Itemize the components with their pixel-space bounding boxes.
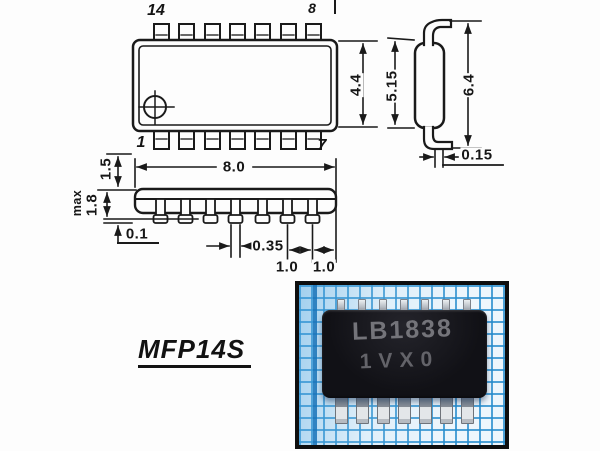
chip-pin-bottom (398, 395, 411, 424)
pin-label-7: 7 (317, 137, 327, 154)
graph-paper: LB1838 1VX0 (299, 285, 505, 445)
dim-1-8 (97, 189, 137, 217)
dim-label-1-0-b: 1.0 (311, 258, 337, 276)
package-name-label: MFP14S (138, 336, 252, 368)
dim-0-1 (114, 225, 159, 244)
chip-pin-bottom (335, 395, 348, 424)
pin-label-14: 14 (147, 2, 165, 19)
front-view (97, 153, 338, 263)
dim-label-4-4: 4.4 (347, 72, 365, 98)
top-view-pins-upper (153, 23, 322, 42)
dim-label-6-4: 6.4 (460, 72, 478, 98)
dim-label-1-8: 1.8 (83, 192, 101, 218)
dim-label-5-15: 5.15 (383, 69, 401, 103)
chip-marking-line2: 1VX0 (359, 347, 440, 374)
pin-label-8: 8 (308, 0, 316, 16)
dim-1-5 (106, 153, 132, 187)
top-view-pins-lower (153, 129, 322, 150)
side-lead-bottom (422, 125, 454, 151)
chip-pin-bottom (377, 395, 390, 424)
dim-label-8-0: 8.0 (221, 158, 247, 176)
dim-label-0-35: 0.35 (251, 237, 285, 255)
dim-label-0-15: 0.15 (460, 146, 494, 164)
front-view-leads (152, 198, 321, 224)
dim-0-35 (206, 224, 255, 258)
pin1-index-mark (138, 90, 175, 125)
dim-label-max: max (69, 188, 84, 218)
chip-pin-bottom (356, 395, 369, 424)
dim-1-0-pitch (286, 224, 334, 263)
dim-label-1-0-a: 1.0 (274, 258, 300, 276)
graph-paper-accent-line (313, 285, 317, 445)
top-view (131, 0, 339, 150)
chip-pin-bottom (461, 395, 474, 424)
dim-label-1-5: 1.5 (97, 156, 115, 182)
chip-pin-bottom (419, 395, 432, 424)
chip-body: LB1838 1VX0 (322, 310, 487, 398)
pin-label-1: 1 (136, 134, 146, 151)
chip-photo: LB1838 1VX0 (295, 281, 509, 449)
side-view (387, 18, 504, 168)
dim-0-15 (419, 149, 504, 168)
dim-label-0-1: 0.1 (124, 225, 150, 243)
chip-pin-bottom (440, 395, 453, 424)
chip-marking-line1: LB1838 (351, 314, 454, 346)
side-lead-top (422, 18, 453, 47)
